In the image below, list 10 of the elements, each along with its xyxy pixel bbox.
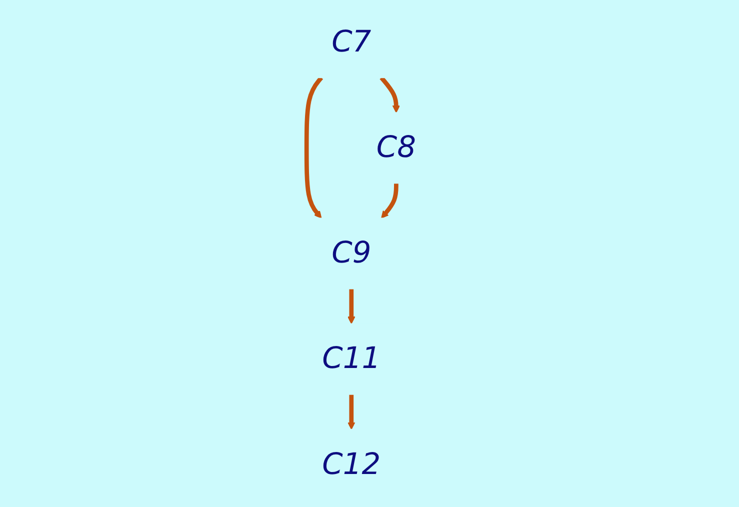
arrow bbox=[380, 76, 400, 113]
arrow bbox=[348, 394, 356, 430]
arrow bbox=[381, 183, 399, 218]
node-text: C8 bbox=[376, 130, 416, 165]
arrow bbox=[304, 76, 324, 218]
node-text: C12 bbox=[322, 446, 382, 482]
node-text: C11 bbox=[322, 341, 382, 376]
node-text: C7 bbox=[332, 24, 372, 60]
node-text: C9 bbox=[332, 236, 372, 271]
arrow bbox=[348, 288, 356, 324]
